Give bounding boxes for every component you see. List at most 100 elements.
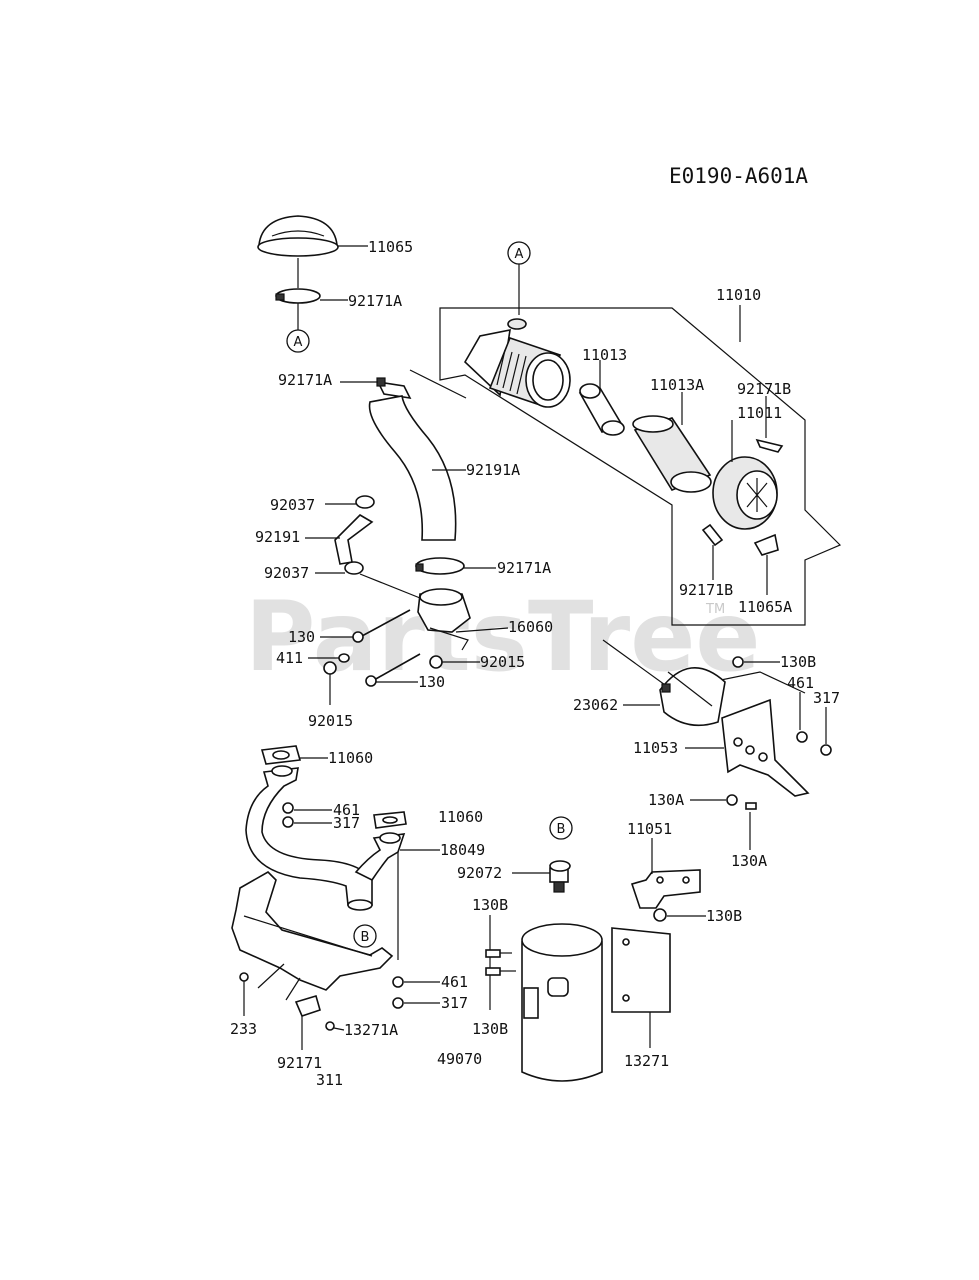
label-92191[interactable]: 92191 [255,528,300,546]
label-11011[interactable]: 11011 [737,404,782,422]
label-130B-muffler-bottom[interactable]: 130B [472,1020,508,1038]
label-130-lower[interactable]: 130 [418,673,445,691]
part-317-nut-right[interactable] [820,744,832,756]
part-18049-exhaust-pipe[interactable] [245,765,406,911]
label-11053[interactable]: 11053 [633,739,678,757]
part-13271A-heat-shield[interactable] [231,871,394,991]
label-11051[interactable]: 11051 [627,820,672,838]
part-461-washer-pipe[interactable] [282,802,294,814]
part-92015-nut-right[interactable] [429,655,443,669]
part-13271-plate[interactable] [611,927,671,1013]
label-13271[interactable]: 13271 [624,1052,669,1070]
label-18049[interactable]: 18049 [440,841,485,859]
part-16060-elbow[interactable] [417,588,471,651]
label-92171B-top[interactable]: 92171B [737,380,791,398]
label-130A-left[interactable]: 130A [648,791,684,809]
part-11011-end-cap[interactable] [712,456,778,530]
label-11065A[interactable]: 11065A [738,598,792,616]
part-11013-filter-inner[interactable] [578,383,625,436]
part-11051-bracket[interactable] [630,869,701,909]
part-92037-clamp-bottom[interactable] [344,561,364,575]
label-92191A[interactable]: 92191A [466,461,520,479]
part-92171B-clip-bottom[interactable] [701,523,724,547]
label-23062[interactable]: 23062 [573,696,618,714]
part-92171B-clip-top[interactable] [755,438,784,453]
ref-circle-a-top[interactable]: A [507,241,531,265]
label-16060[interactable]: 16060 [508,618,553,636]
diagram-code: E0190-A601A [669,164,808,188]
ref-circle-b-right[interactable]: B [549,816,573,840]
part-23062-band[interactable] [659,667,726,727]
part-130B-bolts-muffler[interactable] [485,949,516,976]
label-92171A-hose[interactable]: 92171A [278,371,332,389]
part-130-bolt-lower[interactable] [365,653,421,687]
part-11060-gasket-right[interactable] [373,811,407,829]
label-92015-left[interactable]: 92015 [308,712,353,730]
label-317-pipe[interactable]: 317 [333,814,360,832]
label-11060-right[interactable]: 11060 [438,808,483,826]
label-13271A[interactable]: 13271A [344,1021,398,1039]
part-461-washer-shield[interactable] [392,976,404,988]
label-130B-muffler-top[interactable]: 130B [472,896,508,914]
label-11013[interactable]: 11013 [582,346,627,364]
part-11053-bracket[interactable] [721,698,810,797]
label-130A-right[interactable]: 130A [731,852,767,870]
part-92037-clamp-top[interactable] [355,495,375,509]
part-461-washer-right[interactable] [796,731,808,743]
part-233-bolt[interactable] [239,972,249,982]
part-11065-cap[interactable] [257,215,339,257]
part-130A-bolt-right[interactable] [745,802,757,810]
part-11010-housing[interactable] [463,318,571,408]
hose-connect-line [409,369,467,399]
label-411[interactable]: 411 [276,649,303,667]
label-461-right[interactable]: 461 [787,674,814,692]
part-92191A-hose[interactable] [368,395,457,541]
part-11060-gasket-top[interactable] [260,745,302,765]
ref-circle-b-left[interactable]: B [353,924,377,948]
label-92037-top[interactable]: 92037 [270,496,315,514]
label-92171A-top[interactable]: 92171A [348,292,402,310]
svg-text:B: B [361,930,370,945]
label-92015-right[interactable]: 92015 [480,653,525,671]
part-49070-muffler[interactable] [521,923,603,1082]
label-92072[interactable]: 92072 [457,864,502,882]
part-92171A-clamp-hose[interactable] [376,377,412,400]
svg-text:A: A [294,335,303,350]
part-92171A-clamp-lower[interactable] [415,557,465,575]
label-317-right[interactable]: 317 [813,689,840,707]
part-11013A-filter-element[interactable] [632,415,712,493]
part-317-nut-pipe[interactable] [282,816,294,828]
part-92015-nut-left[interactable] [323,661,337,675]
label-92171B-bottom[interactable]: 92171B [679,581,733,599]
label-130-upper[interactable]: 130 [288,628,315,646]
label-49070[interactable]: 49070 [437,1050,482,1068]
label-92171A-clamp[interactable]: 92171A [497,559,551,577]
part-130B-bolt-bracket[interactable] [653,908,667,922]
part-92191-hose[interactable] [334,513,374,565]
label-92037-bottom[interactable]: 92037 [264,564,309,582]
part-411-washer[interactable] [338,653,350,663]
ref-circle-a-bottom[interactable]: A [286,329,310,353]
label-461-shield[interactable]: 461 [441,973,468,991]
label-11010[interactable]: 11010 [716,286,761,304]
label-233[interactable]: 233 [230,1020,257,1038]
part-317-nut-shield[interactable] [392,997,404,1009]
label-317-shield[interactable]: 317 [441,994,468,1012]
label-11065[interactable]: 11065 [368,238,413,256]
label-11060-top[interactable]: 11060 [328,749,373,767]
leader-13271A [333,1027,345,1031]
label-11013A[interactable]: 11013A [650,376,704,394]
part-130A-bolt-left[interactable] [726,794,738,806]
part-92072-fitting[interactable] [549,860,571,893]
part-130B-bolt-top[interactable] [732,656,744,668]
part-11065A-valve[interactable] [753,533,779,556]
part-92171A-clamp-top[interactable] [275,288,321,304]
label-130B-bracket[interactable]: 130B [706,907,742,925]
part-13271A-screw[interactable] [325,1021,335,1031]
label-92171[interactable]: 92171 [277,1054,322,1072]
part-92171-clamp[interactable] [294,995,321,1017]
label-461-pipe[interactable]: 461 [333,801,360,819]
label-130B-top[interactable]: 130B [780,653,816,671]
label-311[interactable]: 311 [316,1071,343,1089]
